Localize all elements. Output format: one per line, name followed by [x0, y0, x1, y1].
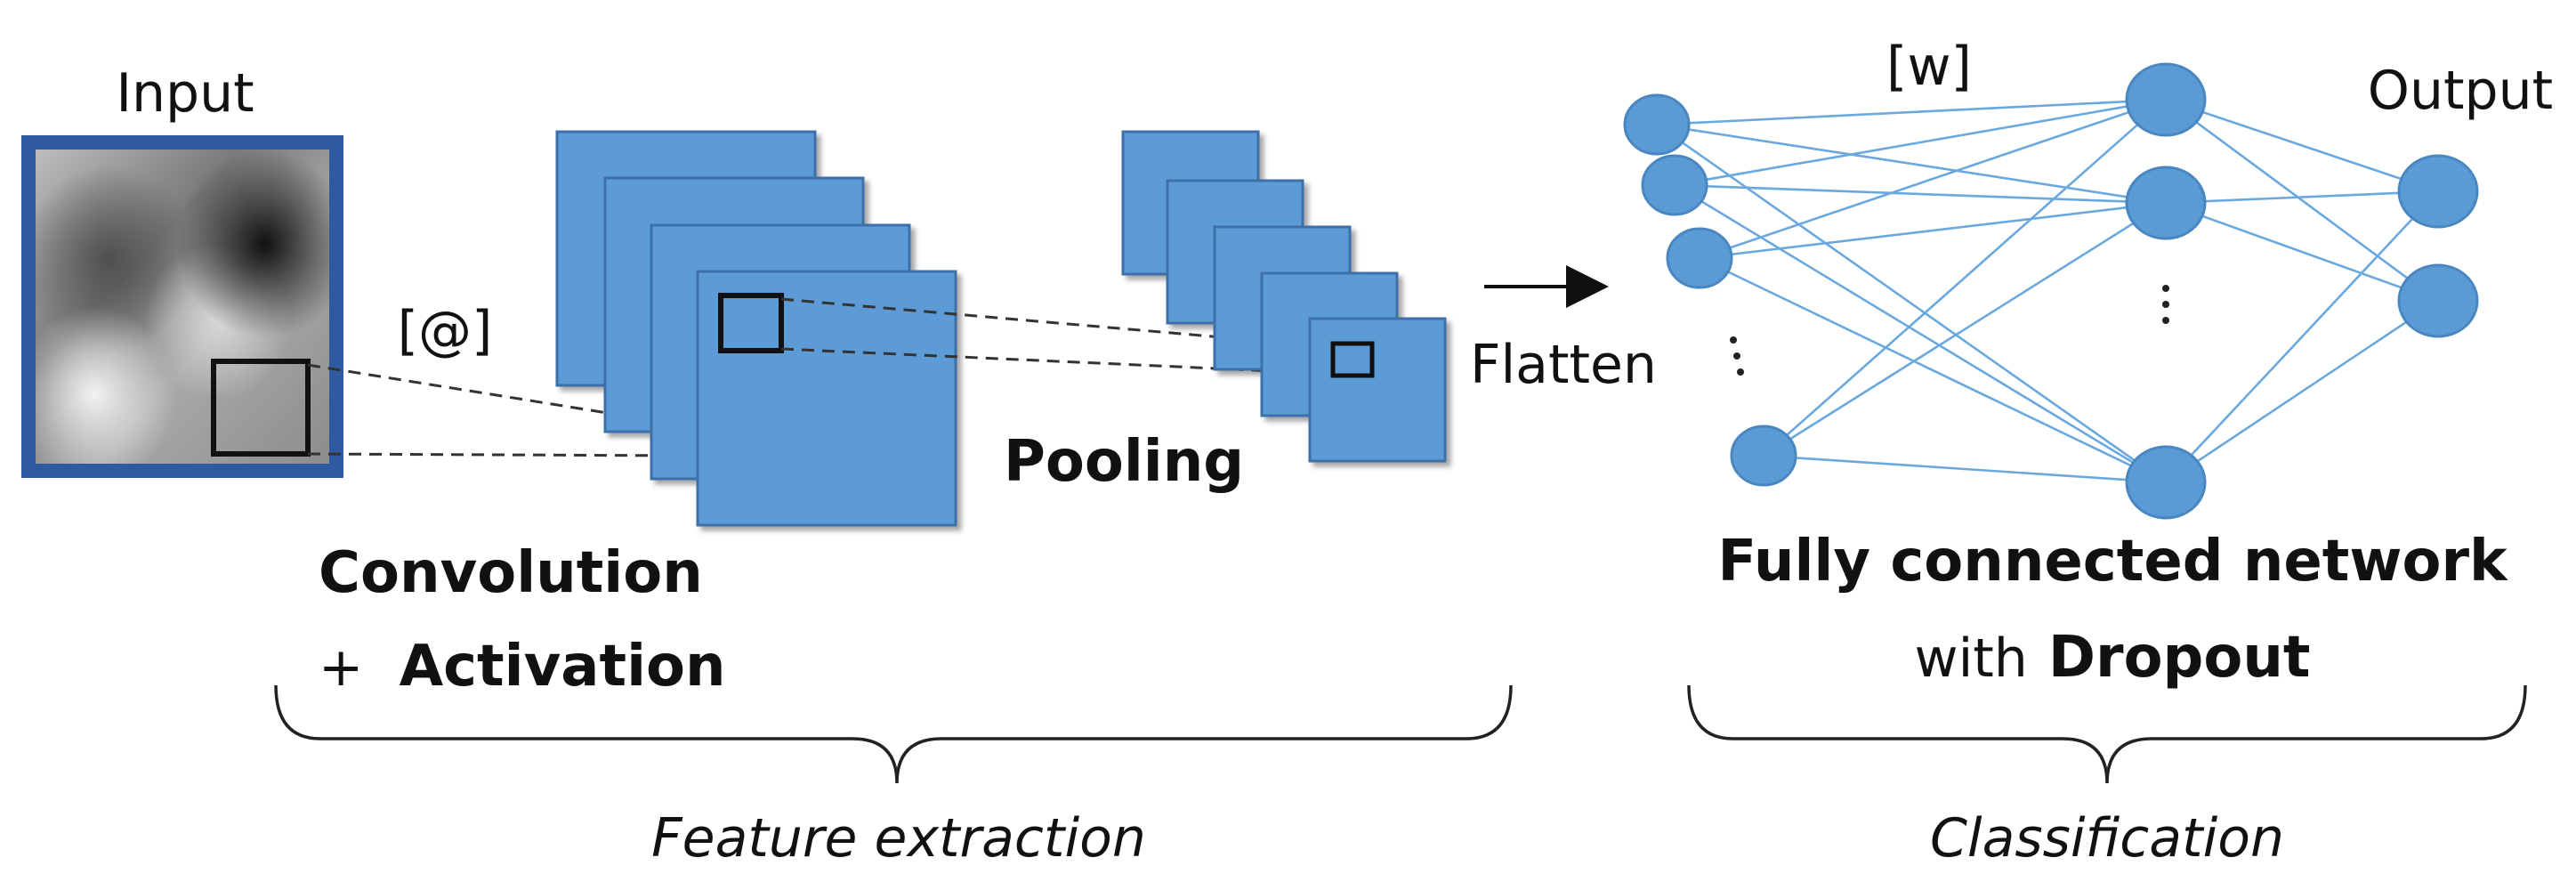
edge-in1-h1 — [1656, 98, 2167, 126]
input-kernel-window — [211, 359, 311, 457]
edge-in4-h3 — [1763, 454, 2167, 484]
input-layer-ellipsis — [1730, 336, 1744, 376]
network-input-layer — [1623, 93, 1797, 487]
edge-h1-o1 — [2165, 98, 2439, 193]
hidden-layer-ellipsis — [2162, 285, 2169, 324]
pooling-label: Pooling — [1004, 429, 1244, 495]
conv-parameter-label: [@] — [398, 300, 493, 362]
edge-in4-h2 — [1763, 201, 2167, 457]
dropout-with: with — [1915, 627, 2028, 690]
classification-label: Classification — [1930, 807, 2284, 870]
dropout-label: with Dropout — [1915, 625, 2311, 691]
conv-pooling-window — [718, 293, 784, 353]
hidden-node-3 — [2125, 445, 2207, 520]
edge-in2-h2 — [1674, 183, 2167, 205]
output-node-2 — [2397, 263, 2479, 338]
output-node-1 — [2397, 154, 2479, 229]
edge-in3-h2 — [1699, 201, 2167, 260]
classification-brace — [1687, 684, 2527, 784]
input-image — [21, 135, 343, 478]
pooling-feature-maps — [1121, 130, 1447, 463]
edge-in1-h2 — [1656, 123, 2167, 205]
edge-h3-o1 — [2165, 190, 2439, 483]
hidden-node-1 — [2125, 62, 2207, 137]
feature-extraction-label: Feature extraction — [651, 807, 1146, 870]
activation-word: Activation — [400, 634, 726, 700]
conv-projection-line-top — [780, 297, 1336, 349]
input-node-3 — [1666, 227, 1733, 289]
hidden-node-2 — [2125, 166, 2207, 240]
edge-h1-o2 — [2165, 98, 2439, 303]
pool-feature-map-5 — [1308, 317, 1447, 463]
fully-connected-label: Fully connected network — [1717, 529, 2508, 595]
input-node-1 — [1623, 93, 1691, 156]
flatten-label: Flatten — [1470, 334, 1657, 396]
activation-plus: + — [319, 636, 363, 699]
edge-h2-o1 — [2165, 190, 2439, 205]
network-output-layer — [2397, 154, 2479, 338]
network-hidden-layer — [2125, 62, 2207, 520]
edge-h3-o2 — [2165, 299, 2439, 484]
activation-label: + Activation — [319, 634, 726, 700]
edge-in2-h3 — [1674, 183, 2167, 484]
input-node-2 — [1641, 154, 1708, 216]
edge-in4-h1 — [1763, 99, 2167, 457]
feature-extraction-brace — [274, 684, 1513, 784]
weights-label: [w] — [1886, 36, 1972, 98]
convolution-label: Convolution — [319, 540, 703, 606]
edge-in3-h3 — [1699, 256, 2167, 484]
edge-in1-h3 — [1656, 123, 2167, 484]
conv-feature-map-4 — [696, 270, 957, 527]
pooled-cell — [1330, 341, 1375, 378]
network-edges — [1656, 98, 2439, 484]
edge-in2-h1 — [1674, 98, 2167, 187]
input-node-4 — [1730, 425, 1797, 487]
input-label: Input — [116, 62, 254, 125]
edge-in3-h1 — [1699, 98, 2167, 260]
edge-h2-o2 — [2165, 201, 2439, 303]
convolution-feature-maps — [555, 130, 957, 527]
dropout-word: Dropout — [2048, 625, 2311, 691]
output-label: Output — [2368, 60, 2553, 122]
